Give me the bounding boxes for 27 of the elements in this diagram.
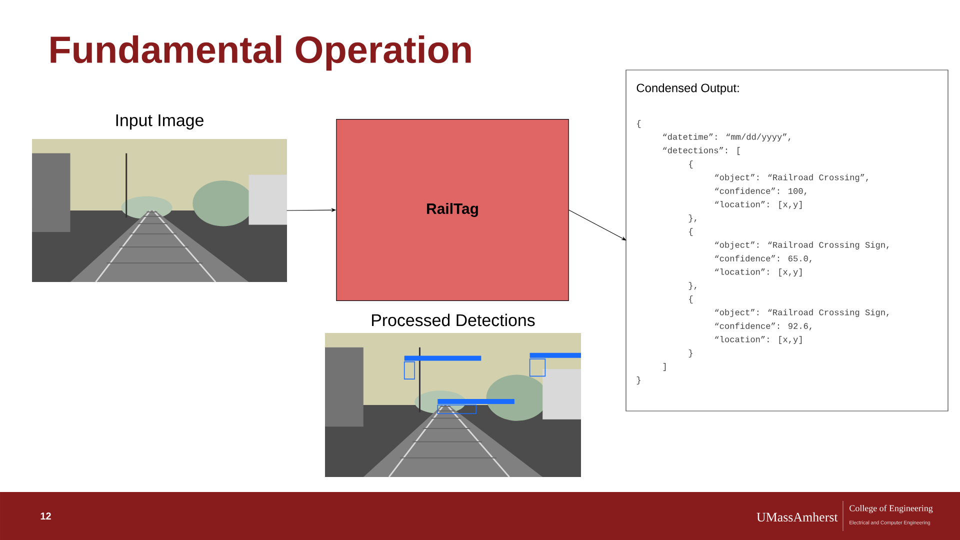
code-line: “location”: [x,y] (714, 201, 802, 209)
code-line: } (688, 350, 692, 358)
process-box: RailTag (336, 119, 569, 301)
image-heading: Processed Detections (372, 314, 535, 326)
code-line: “datetime”: “mm/dd/yyyy”, (662, 134, 790, 142)
code-line: { (689, 160, 693, 168)
page-number: 12 (40, 512, 51, 520)
code-line: “object”: “Railroad Crossing Sign, (714, 309, 888, 317)
code-line: ] (663, 363, 666, 371)
code-line: }, (688, 282, 696, 290)
code-line: } (636, 376, 640, 384)
code-line: { (637, 120, 641, 128)
code-line: “location”: [x,y] (714, 268, 802, 276)
code-line: “object”: “Railroad Crossing”, (714, 174, 868, 182)
image-heading: Input Image (116, 114, 204, 130)
code-line: “confidence”: 92.6, (714, 322, 812, 330)
code-line: “confidence”: 100, (714, 188, 806, 196)
code-line: “confidence”: 65.0, (714, 255, 812, 263)
code-line: “location”: [x,y] (714, 336, 802, 344)
slide-title: Fundamental Operation (50, 35, 471, 71)
code-line: “detections”: [ (662, 147, 740, 155)
university-name: UMassAmherst (756, 512, 838, 522)
code-line: { (689, 296, 693, 304)
code-line: }, (688, 214, 696, 222)
code-line: “object”: “Railroad Crossing Sign, (714, 242, 888, 250)
college-name: College of Engineering (850, 504, 933, 514)
code-line: { (689, 228, 693, 236)
